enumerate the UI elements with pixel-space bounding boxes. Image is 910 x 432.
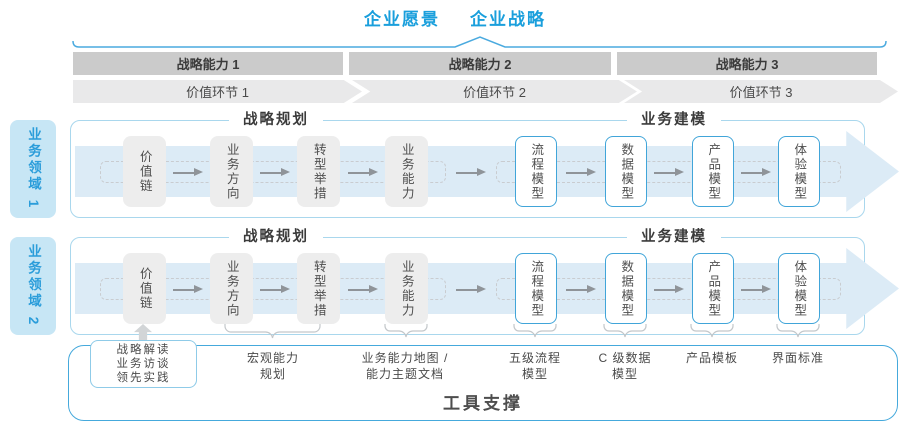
box-business-direction: 业务方向 bbox=[210, 136, 253, 207]
value-link-chevron-3: 价值环节 3 bbox=[624, 80, 898, 103]
practice-input-box: 战略解读 业务访谈 领先实践 bbox=[90, 340, 197, 388]
planning-header: 战略规划 bbox=[229, 227, 323, 247]
capability-bar-3-label: 战略能力 3 bbox=[715, 57, 779, 72]
flow-row-domain-1: 战略规划 业务建模 价值链 业务方向 转型举措 业务能力 流程模型 数据模型 产… bbox=[70, 110, 899, 218]
modeling-header: 业务建模 bbox=[627, 227, 721, 247]
modeling-header: 业务建模 bbox=[627, 110, 721, 130]
annotation-ui-standard: 界面标准 bbox=[771, 351, 824, 365]
modeling-group-outline bbox=[496, 278, 841, 300]
arrow-right-icon bbox=[348, 168, 378, 177]
box-process-model: 流程模型 bbox=[515, 253, 557, 324]
box-value-chain: 价值链 bbox=[123, 253, 166, 324]
value-link-chevron-1: 价值环节 1 bbox=[73, 80, 362, 103]
top-titles: 企业愿景 企业战略 bbox=[0, 5, 910, 30]
arrow-right-icon bbox=[654, 168, 684, 177]
capability-bar-1: 战略能力 1 bbox=[73, 52, 343, 75]
annotation-c-level-data-model: C 级数据 模型 bbox=[598, 351, 652, 381]
box-business-direction: 业务方向 bbox=[210, 253, 253, 324]
modeling-group-outline bbox=[496, 161, 841, 183]
box-value-chain: 价值链 bbox=[123, 136, 166, 207]
annotation-product-template: 产品模板 bbox=[685, 351, 738, 365]
capability-bar-2: 战略能力 2 bbox=[349, 52, 611, 75]
arrow-right-icon bbox=[741, 285, 771, 294]
arrow-right-icon bbox=[260, 285, 290, 294]
arrow-right-icon bbox=[173, 168, 203, 177]
planning-group-outline bbox=[100, 278, 446, 300]
domain-tab-2: 业务领域 2 bbox=[10, 237, 56, 335]
value-link-2-label: 价值环节 2 bbox=[463, 85, 526, 100]
box-business-capability: 业务能力 bbox=[385, 253, 428, 324]
box-product-model: 产品模型 bbox=[692, 253, 734, 324]
planning-group-outline bbox=[100, 161, 446, 183]
box-product-model: 产品模型 bbox=[692, 136, 734, 207]
box-business-capability: 业务能力 bbox=[385, 136, 428, 207]
box-data-model: 数据模型 bbox=[605, 253, 647, 324]
arrow-right-icon bbox=[348, 285, 378, 294]
arrow-right-icon bbox=[456, 168, 486, 177]
arrow-right-icon bbox=[260, 168, 290, 177]
title-caret-line bbox=[72, 36, 887, 48]
box-experience-model: 体验模型 bbox=[778, 253, 820, 324]
arrow-right-icon bbox=[566, 168, 596, 177]
tools-support-container: 工具支撑 bbox=[68, 345, 898, 421]
arrow-right-icon bbox=[173, 285, 203, 294]
value-link-1-label: 价值环节 1 bbox=[186, 85, 249, 100]
tools-support-label: 工具支撑 bbox=[443, 394, 523, 413]
annotation-capability-map: 业务能力地图 / 能力主题文档 bbox=[361, 351, 449, 381]
annotation-l5-process-model: 五级流程 模型 bbox=[508, 351, 561, 381]
strategy-title: 企业战略 bbox=[470, 10, 546, 29]
annotation-braces bbox=[224, 324, 820, 339]
box-process-model: 流程模型 bbox=[515, 136, 557, 207]
box-transformation-initiatives: 转型举措 bbox=[297, 253, 340, 324]
arrow-right-icon bbox=[741, 168, 771, 177]
box-transformation-initiatives: 转型举措 bbox=[297, 136, 340, 207]
annotation-macro-capability: 宏观能力 规划 bbox=[246, 351, 299, 381]
box-data-model: 数据模型 bbox=[605, 136, 647, 207]
value-link-3-label: 价值环节 3 bbox=[729, 85, 793, 100]
vision-title: 企业愿景 bbox=[364, 10, 440, 29]
capability-bar-2-label: 战略能力 2 bbox=[448, 57, 512, 72]
domain-tab-1: 业务领域 1 bbox=[10, 120, 56, 218]
value-link-chevron-2: 价值环节 2 bbox=[352, 80, 637, 103]
box-experience-model: 体验模型 bbox=[778, 136, 820, 207]
arrow-right-icon bbox=[456, 285, 486, 294]
arrow-right-icon bbox=[566, 285, 596, 294]
arrow-right-icon bbox=[654, 285, 684, 294]
planning-header: 战略规划 bbox=[229, 110, 323, 130]
flow-row-domain-2: 战略规划 业务建模 价值链 业务方向 转型举措 业务能力 流程模型 数据模型 产… bbox=[70, 227, 899, 335]
capability-bar-3: 战略能力 3 bbox=[617, 52, 877, 75]
capability-bar-1-label: 战略能力 1 bbox=[176, 57, 240, 72]
